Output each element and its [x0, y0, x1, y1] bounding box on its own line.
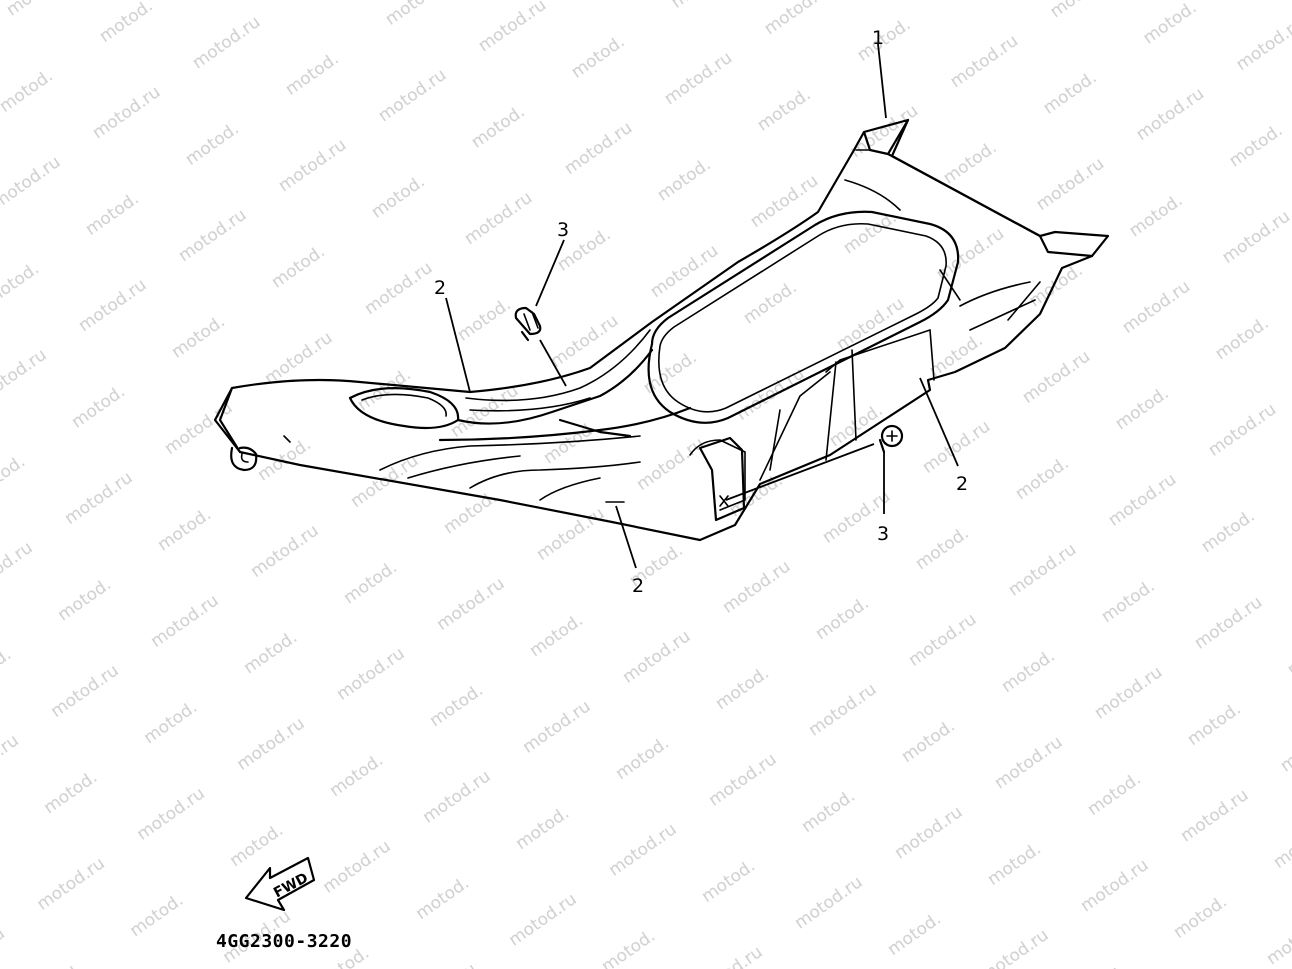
callout-screw-right: 3 [877, 523, 889, 545]
diagram-part-code: 4GG2300-3220 [216, 931, 353, 952]
leader-lines [445, 43, 959, 569]
screw-right [878, 424, 904, 454]
callout-screw-top: 3 [557, 219, 569, 241]
callout-emblem-right: 2 [956, 473, 968, 495]
side-cover [213, 118, 1110, 542]
screw-top [514, 306, 542, 342]
callout-cover: 1 [872, 27, 884, 49]
callout-emblem-bottom: 2 [632, 575, 644, 597]
callout-emblem-top: 2 [434, 277, 446, 299]
